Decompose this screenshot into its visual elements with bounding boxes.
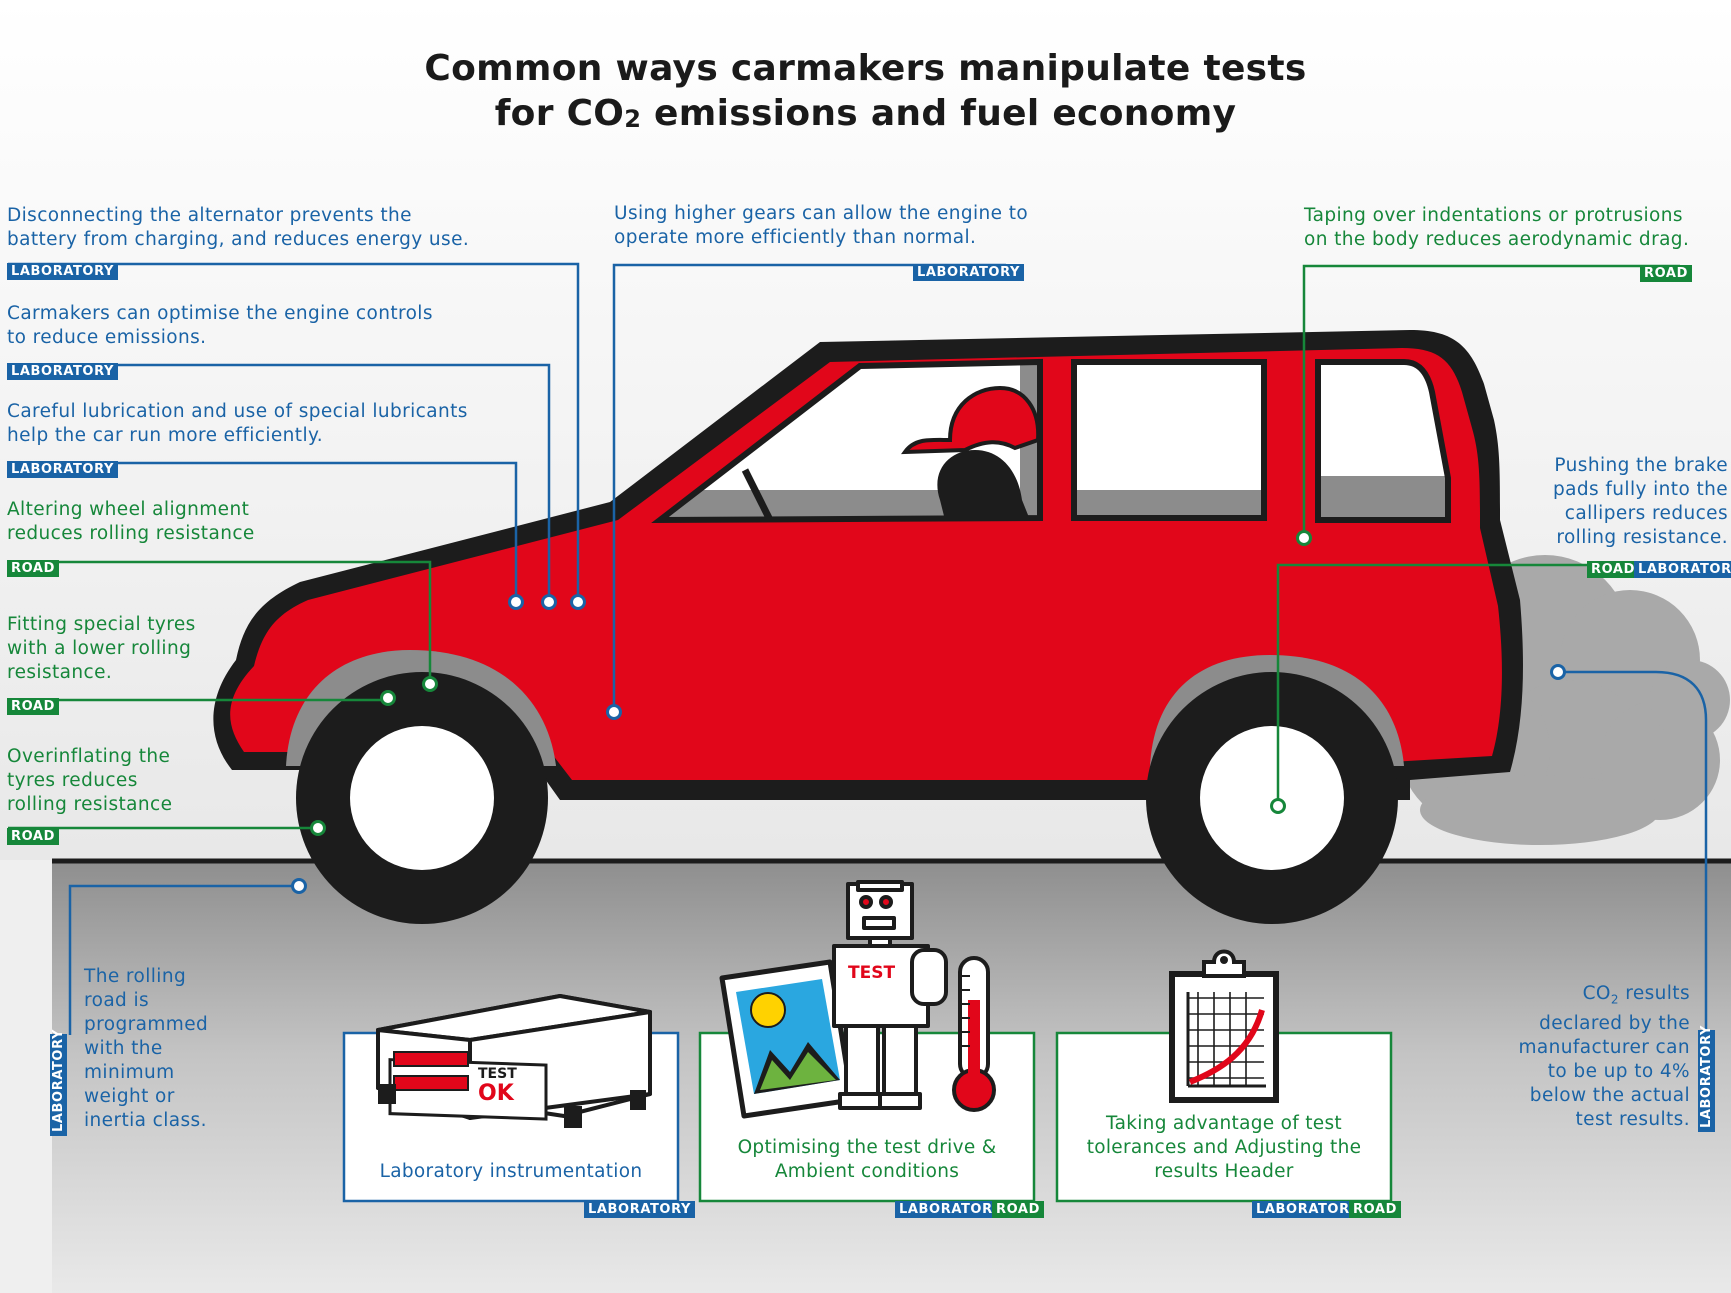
- note-higher-gears: Using higher gears can allow the engine …: [614, 203, 1029, 248]
- co2-text: CO: [1582, 983, 1611, 1004]
- badge-test-drive-road: ROAD: [992, 1201, 1044, 1218]
- badge-brake-pads-road: ROAD: [1587, 561, 1639, 578]
- note-brake-pads: Pushing the brake pads fully into the ca…: [1553, 455, 1728, 548]
- title-line-1: Common ways carmakers manipulate tests: [424, 48, 1307, 89]
- note-taping: Taping over indentations or protrusions …: [1304, 205, 1690, 250]
- device-test-label: TEST: [478, 1066, 517, 1082]
- co2-subscript: 2: [1610, 992, 1619, 1007]
- note-rolling-road: The rolling road is programmed with the …: [84, 966, 209, 1131]
- badge-test-drive-laboratory: LABORATORY: [895, 1201, 1006, 1218]
- title-subscript: 2: [624, 105, 642, 133]
- badge-tolerances-road: ROAD: [1349, 1201, 1401, 1218]
- lab-instrument-icon: TEST OK: [376, 994, 652, 1128]
- co2-rest-text: results declared by the manufacturer can…: [1518, 983, 1690, 1130]
- badge-special-tyres-road: ROAD: [7, 698, 59, 715]
- badge-lubrication-laboratory: LABORATORY: [7, 461, 118, 478]
- badge-tolerances-laboratory: LABORATORY: [1252, 1201, 1363, 1218]
- badge-wheel-alignment-road: ROAD: [7, 560, 59, 577]
- thermometer-icon: [952, 956, 996, 1112]
- robot-test-label: TEST: [848, 963, 895, 983]
- box-caption-test-drive: Optimising the test drive & Ambient cond…: [737, 1137, 997, 1182]
- page-title: Common ways carmakers manipulate tests f…: [0, 46, 1731, 136]
- title-co-text: for CO: [494, 93, 625, 134]
- note-engine-controls: Carmakers can optimise the engine contro…: [7, 303, 433, 348]
- box-caption-tolerances: Taking advantage of test tolerances and …: [1086, 1113, 1362, 1182]
- badge-brake-pads-laboratory: LABORATORY: [1634, 561, 1731, 578]
- note-lubrication: Careful lubrication and use of special l…: [7, 401, 468, 446]
- badge-co2-laboratory: LABORATORY: [1698, 1025, 1715, 1132]
- title-rest-text: emissions and fuel economy: [641, 93, 1237, 134]
- device-ok-label: OK: [478, 1081, 515, 1106]
- badge-rolling-road-laboratory: LABORATORY: [50, 1029, 67, 1136]
- clipboard-graph-icon: [1169, 949, 1279, 1103]
- callout-dots: [291, 530, 1566, 894]
- title-line-2: for CO2 emissions and fuel economy: [0, 91, 1731, 136]
- note-alternator: Disconnecting the alternator prevents th…: [7, 205, 470, 250]
- badge-instrumentation-laboratory: LABORATORY: [584, 1201, 695, 1218]
- note-wheel-alignment: Altering wheel alignment reduces rolling…: [7, 499, 255, 544]
- note-overinflating: Overinflating the tyres reduces rolling …: [7, 746, 173, 815]
- badge-taping-road: ROAD: [1640, 265, 1692, 282]
- badge-alternator-laboratory: LABORATORY: [7, 263, 118, 280]
- badge-overinflating-road: ROAD: [7, 828, 59, 845]
- badge-higher-gears-laboratory: LABORATORY: [913, 264, 1024, 281]
- robot-icon: TEST: [832, 880, 948, 1110]
- note-special-tyres: Fitting special tyres with a lower rolli…: [7, 614, 196, 683]
- note-co2-results: CO2 results declared by the manufacturer…: [1500, 982, 1690, 1132]
- badge-engine-controls-laboratory: LABORATORY: [7, 363, 118, 380]
- box-caption-instrumentation: Laboratory instrumentation: [379, 1161, 643, 1182]
